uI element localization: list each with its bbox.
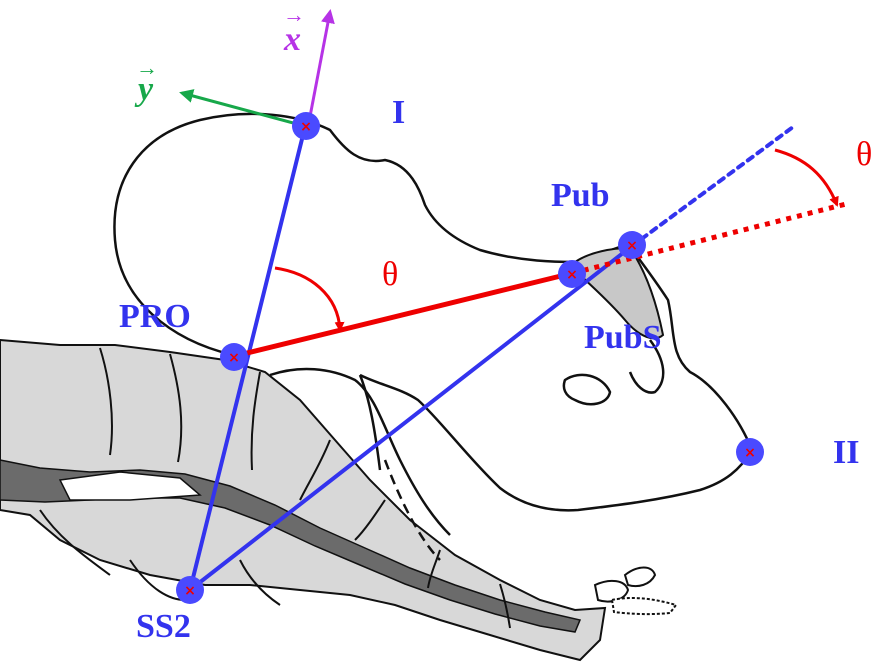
obturator-outline (562, 373, 612, 406)
inner-pelvis-dashed (383, 459, 441, 561)
y-vector-arrow: → (136, 55, 158, 80)
x-vector-letter: x (283, 21, 301, 58)
landmark-lines (188, 125, 795, 592)
landmark-pub-marker: × (618, 231, 646, 259)
coccyx-bones (593, 566, 678, 616)
landmark-ss2-marker: × (176, 576, 204, 604)
inner-pelvis-line (358, 374, 382, 471)
coccyx-tip (610, 596, 678, 616)
label-ss2: SS2 (136, 608, 191, 645)
svg-text:×: × (184, 583, 196, 599)
angle-arc-right (774, 148, 839, 207)
line-pubs-dotted (630, 125, 795, 248)
label-theta-right: θ (856, 136, 872, 173)
label-theta-center: θ (382, 256, 398, 293)
inner-pelvis-curve (269, 367, 451, 536)
x-vector-arrow: → (283, 2, 305, 27)
landmark-pro-marker: × (220, 343, 248, 371)
y-axis-arrow (179, 89, 309, 129)
acetabulum-outline (628, 339, 665, 394)
landmarks: × × × × × × (176, 112, 764, 604)
text-labels: I II Pub PubS PRO SS2 θ θ → x → y (119, 2, 872, 645)
coccyx-segment (623, 566, 657, 588)
label-pub: Pub (551, 177, 610, 214)
coccyx-segment (593, 579, 630, 603)
label-y-vector: → y (134, 55, 158, 108)
vertebra-dividers (39, 347, 511, 629)
svg-text:×: × (566, 267, 578, 283)
svg-text:×: × (744, 445, 756, 461)
label-i: I (392, 94, 405, 131)
label-pro: PRO (119, 298, 191, 335)
ischium-outline (359, 243, 754, 512)
landmark-i-marker: × (292, 112, 320, 140)
x-axis-arrow (306, 9, 335, 128)
line-pubs-extension (572, 200, 851, 276)
y-vector-letter: y (134, 71, 154, 108)
landmark-pubs-marker: × (558, 260, 586, 288)
angle-lines (234, 148, 851, 359)
landmark-ii-marker: × (736, 438, 764, 466)
iliac-crest-outline (113, 112, 629, 357)
vertebra-gap (58, 471, 202, 501)
label-ii: II (833, 434, 859, 471)
label-pubs: PubS (584, 319, 662, 356)
svg-text:×: × (228, 350, 240, 366)
svg-text:×: × (300, 119, 312, 135)
line-ss2-to-pub (188, 244, 634, 592)
angle-arc-center (274, 266, 345, 332)
svg-text:×: × (626, 238, 638, 254)
pubic-symphysis (574, 246, 665, 340)
line-pro-to-pubs (234, 270, 574, 359)
label-x-vector: → x (283, 2, 305, 58)
pelvis-outline (113, 112, 754, 561)
